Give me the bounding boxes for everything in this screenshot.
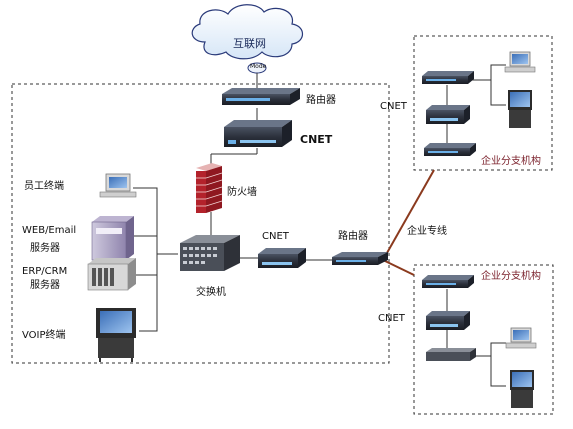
- branch-bottom-voip-icon: [510, 370, 534, 408]
- branch-bottom-cnet-icon: [426, 311, 470, 330]
- branch-bottom-name-label: 企业分支机构: [481, 271, 541, 282]
- firewall-label: 防火墙: [227, 187, 257, 198]
- web-server-label-line2: 服务器: [30, 243, 60, 254]
- voip-terminal-icon: [96, 308, 136, 362]
- cnet-mid-label: CNET: [262, 231, 289, 242]
- cnet-top-label: CNET: [300, 133, 333, 146]
- modem-label: Mode: [250, 63, 267, 70]
- erp-crm-server-icon: [87, 258, 136, 291]
- branch-bottom-cnet-label: CNET: [378, 313, 405, 324]
- branch-top-voip-icon: [508, 90, 532, 128]
- branch-top-boundary: [413, 35, 553, 171]
- web-server-label-line1: WEB/Email: [22, 225, 77, 236]
- hq-boundary: [11, 83, 390, 364]
- web-email-server-icon: [91, 216, 134, 261]
- branch-bottom-router-icon: [422, 275, 474, 288]
- branch-top-router-icon: [422, 71, 474, 84]
- firewall-icon: [196, 163, 223, 213]
- switch-label: 交换机: [196, 287, 226, 298]
- branch-top-cnet-label: CNET: [380, 101, 407, 112]
- erp-server-label-line1: ERP/CRM: [22, 266, 68, 277]
- branch-top-router2-icon: [424, 143, 476, 156]
- router-top-label: 路由器: [306, 95, 336, 106]
- cnet-top-icon: [224, 120, 292, 147]
- switch-icon: [180, 235, 240, 271]
- branch-top-cnet-icon: [426, 105, 470, 124]
- branch-bottom-pc-icon: [505, 327, 537, 349]
- branch-top-name-label: 企业分支机构: [481, 156, 541, 167]
- router-mid-icon: [332, 252, 388, 265]
- dedicated-line-links: [382, 169, 435, 276]
- router-mid-label: 路由器: [338, 231, 368, 242]
- staff-terminal-label: 员工终端: [24, 181, 64, 192]
- staff-terminal-icon: [99, 173, 137, 198]
- dedicated-line-label: 企业专线: [407, 226, 447, 237]
- branch-bottom-switch-icon: [426, 348, 476, 361]
- connection-lines: [133, 64, 506, 387]
- internet-cloud-icon: [191, 4, 304, 60]
- router-top-icon: [222, 88, 300, 105]
- erp-server-label-line2: 服务器: [30, 280, 60, 291]
- voip-terminal-label: VOIP终端: [22, 330, 66, 341]
- branch-top-pc-icon: [504, 51, 536, 73]
- cnet-mid-icon: [258, 248, 306, 268]
- internet-label: 互联网: [233, 37, 266, 50]
